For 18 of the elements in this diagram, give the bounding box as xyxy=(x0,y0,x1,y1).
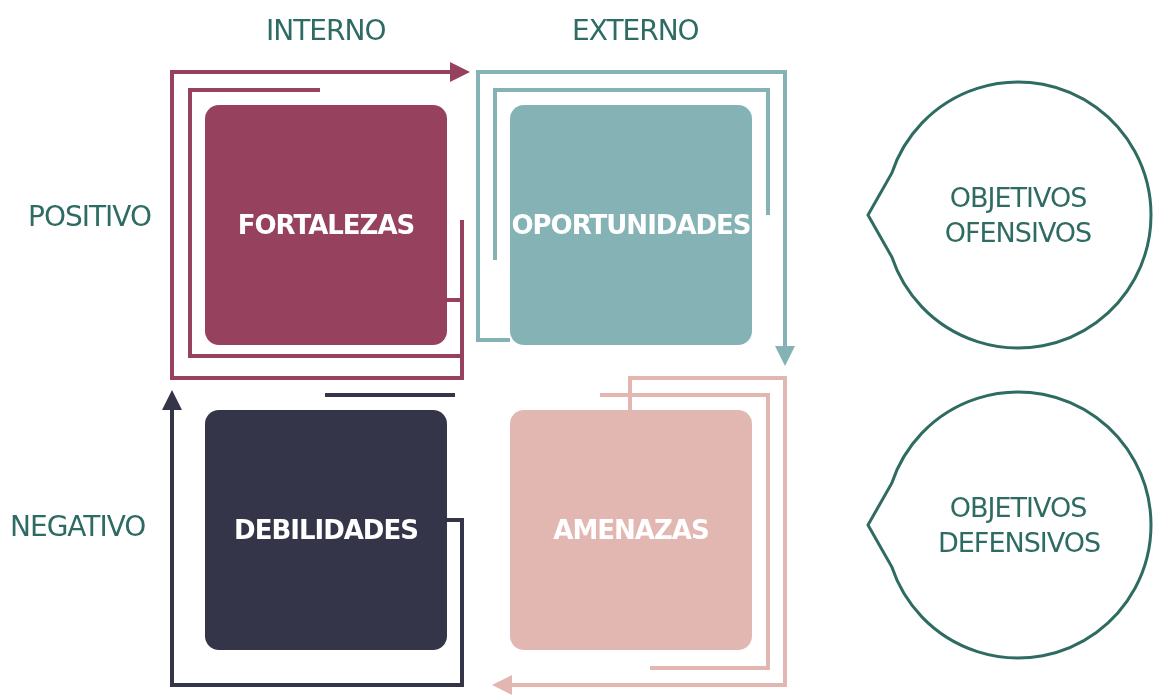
axis-label: EXTERNO xyxy=(572,14,699,47)
flow-arrow xyxy=(476,70,795,366)
quadrant-title: OPORTUNIDADES xyxy=(511,210,751,240)
quadrant-title: DEBILIDADES xyxy=(234,515,418,545)
flow-arrow xyxy=(492,376,787,695)
bubble-text: OBJETIVOS DEFENSIVOS xyxy=(938,490,1098,560)
quadrant-box xyxy=(510,105,752,345)
axis-label: INTERNO xyxy=(266,14,386,47)
flow-arrow xyxy=(170,62,470,380)
flow-arrow xyxy=(162,390,464,687)
bubble-text: OBJETIVOS OFENSIVOS xyxy=(943,180,1093,250)
quadrant-box xyxy=(510,410,752,650)
axis-label: NEGATIVO xyxy=(10,510,146,543)
axis-label: POSITIVO xyxy=(28,200,152,233)
quadrant-box xyxy=(205,105,447,345)
quadrant-title: AMENAZAS xyxy=(553,515,709,545)
quadrant-title: FORTALEZAS xyxy=(237,210,415,240)
quadrant-box xyxy=(205,410,447,650)
